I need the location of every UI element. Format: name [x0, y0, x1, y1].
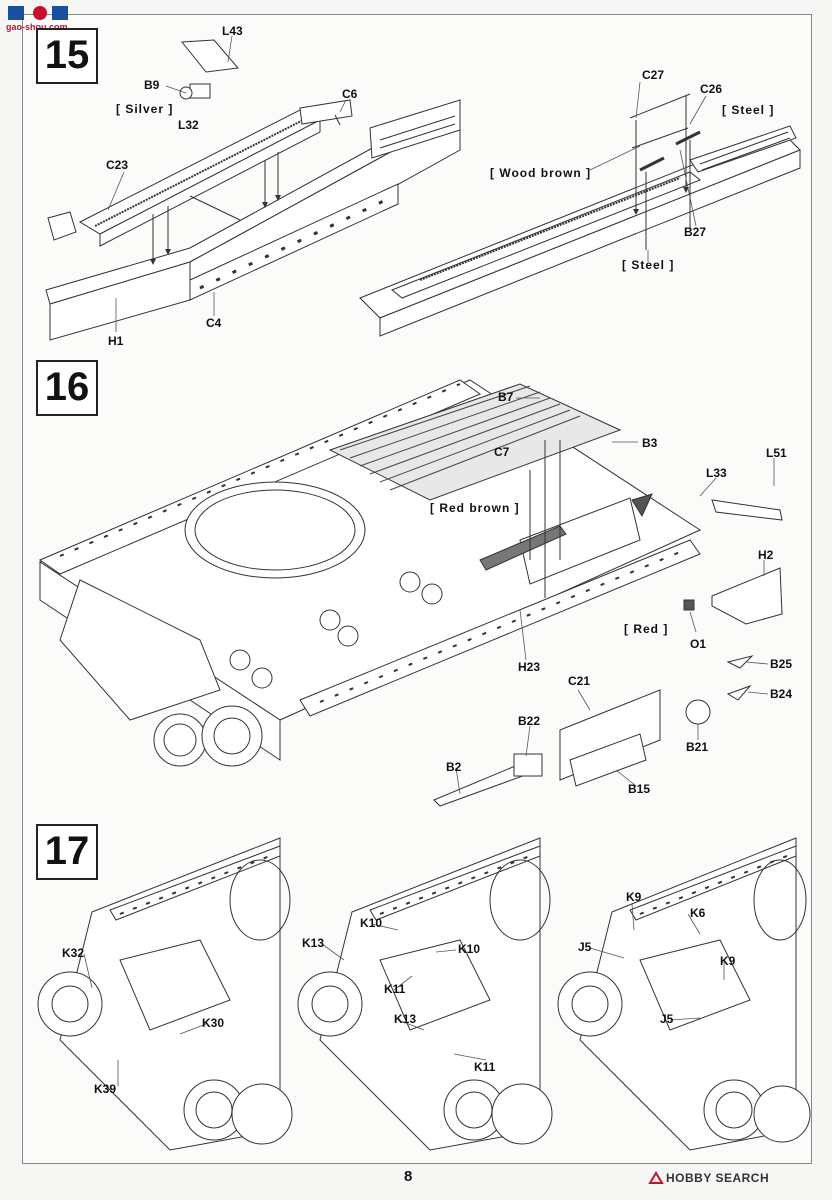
part-label-k10-b: K10 — [458, 942, 481, 956]
part-label-l32: L32 — [178, 118, 199, 132]
step17-panel-2 — [297, 837, 553, 1151]
paint-label-steel-1: [ Steel ] — [722, 103, 775, 117]
part-label-b27: B27 — [684, 225, 707, 239]
part-label-c21: C21 — [568, 674, 591, 688]
part-label-c26: C26 — [700, 82, 723, 96]
part-label-k11-a: K11 — [384, 982, 406, 996]
paint-label-steel-2: [ Steel ] — [622, 258, 675, 272]
part-label-c7: C7 — [494, 445, 510, 459]
part-label-l51: L51 — [766, 446, 787, 460]
part-label-j5-b: J5 — [660, 1012, 674, 1026]
part-label-h2: H2 — [758, 548, 774, 562]
hobby-search-logo-icon — [648, 1171, 664, 1184]
paint-label-red-brown: [ Red brown ] — [430, 501, 520, 515]
step-16-number: 16 — [36, 360, 98, 416]
part-label-k13-b: K13 — [394, 1012, 417, 1026]
part-label-b25: B25 — [770, 657, 793, 671]
part-label-l43: L43 — [222, 24, 243, 38]
step16-hull-assembly — [38, 379, 783, 807]
step-17-number: 17 — [36, 824, 98, 880]
step17-panel-1 — [37, 837, 293, 1151]
paint-label-red: [ Red ] — [624, 622, 669, 636]
part-label-k30: K30 — [202, 1016, 225, 1030]
part-label-c6: C6 — [342, 87, 358, 101]
paint-label-wood-brown: [ Wood brown ] — [490, 166, 592, 180]
part-label-k32: K32 — [62, 946, 85, 960]
part-label-b3: B3 — [642, 436, 658, 450]
part-label-b2: B2 — [446, 760, 462, 774]
step-15-number: 15 — [36, 28, 98, 84]
part-label-k11-b: K11 — [474, 1060, 496, 1074]
part-label-o1: O1 — [690, 637, 707, 651]
part-label-k39: K39 — [94, 1082, 117, 1096]
footer-brand: HOBBY SEARCH — [666, 1171, 770, 1185]
part-label-c4: C4 — [206, 316, 222, 330]
part-label-b9: B9 — [144, 78, 160, 92]
part-label-k13-a: K13 — [302, 936, 325, 950]
part-label-b24: B24 — [770, 687, 793, 701]
part-label-b21: B21 — [686, 740, 709, 754]
step15-left-fender-assembly — [45, 39, 461, 341]
step15-right-fender-assembly — [359, 93, 801, 337]
part-label-c23: C23 — [106, 158, 129, 172]
part-label-c27: C27 — [642, 68, 665, 82]
part-label-k9-b: K9 — [720, 954, 736, 968]
part-label-k6: K6 — [690, 906, 706, 920]
step17-panel-3 — [557, 837, 811, 1151]
part-label-k10-a: K10 — [360, 916, 383, 930]
part-label-j5-a: J5 — [578, 940, 592, 954]
part-label-b15: B15 — [628, 782, 651, 796]
part-label-l33: L33 — [706, 466, 727, 480]
part-label-h1: H1 — [108, 334, 124, 348]
paint-label-silver: [ Silver ] — [116, 102, 174, 116]
part-label-h23: H23 — [518, 660, 541, 674]
part-label-k9-a: K9 — [626, 890, 642, 904]
watermark-logo-icon — [8, 6, 68, 20]
page-number: 8 — [404, 1168, 413, 1185]
part-label-b22: B22 — [518, 714, 541, 728]
watermark-text: gao-shou.com — [6, 22, 68, 32]
part-label-b7: B7 — [498, 390, 514, 404]
